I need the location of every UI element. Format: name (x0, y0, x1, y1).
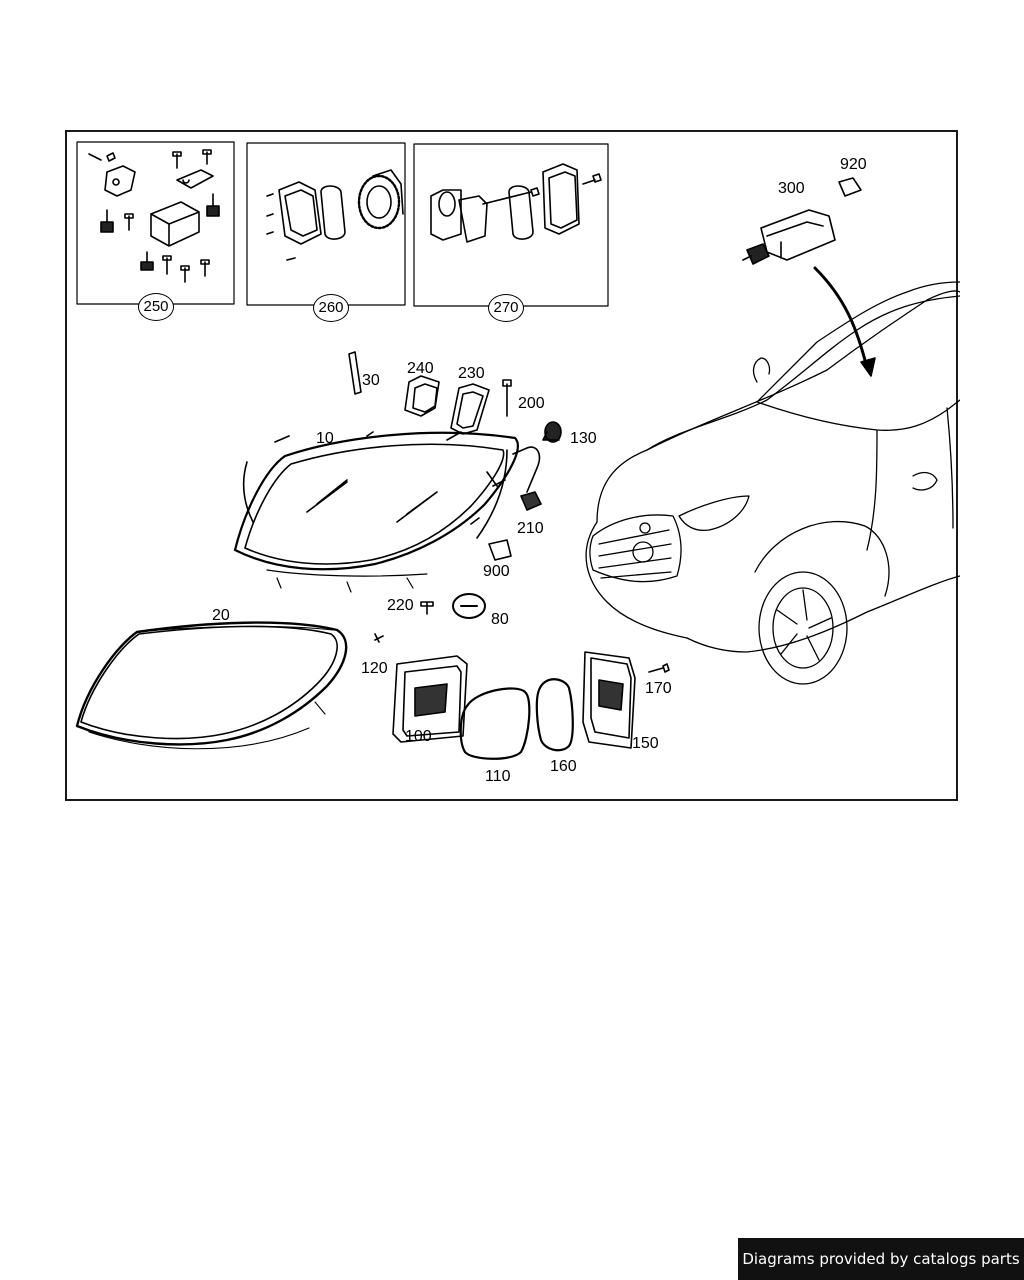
callout-100: 100 (405, 728, 432, 745)
callout-30: 30 (362, 372, 380, 389)
sensor-300 (742, 177, 876, 377)
callout-220: 220 (387, 597, 414, 614)
kit-260-parts (266, 169, 404, 261)
callout-150: 150 (632, 735, 659, 752)
kit-270-parts (430, 163, 602, 243)
kit-270-label: 270 (488, 294, 524, 322)
callout-20: 20 (212, 607, 230, 624)
callout-120: 120 (361, 660, 388, 677)
callout-210: 210 (517, 520, 544, 537)
kit-250-label: 250 (138, 293, 174, 321)
car-outline (585, 281, 960, 685)
callout-920: 920 (840, 156, 867, 173)
kit-270-box (413, 143, 609, 307)
headlamp-10 (233, 431, 541, 593)
parts-diagram: 250 260 270 300 920 30 240 230 200 130 1… (65, 130, 960, 801)
callout-900: 900 (483, 563, 510, 580)
callout-240: 240 (407, 360, 434, 377)
callout-300: 300 (778, 180, 805, 197)
lens-20 (75, 621, 348, 750)
callout-110: 110 (485, 768, 511, 785)
small-parts (348, 351, 670, 760)
kit-250-parts (88, 149, 220, 283)
kit-260-box (246, 142, 406, 306)
callout-80: 80 (491, 611, 509, 628)
kit-260-label: 260 (313, 294, 349, 322)
callout-200: 200 (518, 395, 545, 412)
diagram-drawing (75, 141, 960, 760)
callout-10: 10 (316, 430, 334, 447)
callout-170: 170 (645, 680, 672, 697)
footer-banner: Diagrams provided by catalogs parts (738, 1238, 1024, 1280)
callout-230: 230 (458, 365, 485, 382)
callout-160: 160 (550, 758, 577, 775)
callout-130: 130 (570, 430, 597, 447)
